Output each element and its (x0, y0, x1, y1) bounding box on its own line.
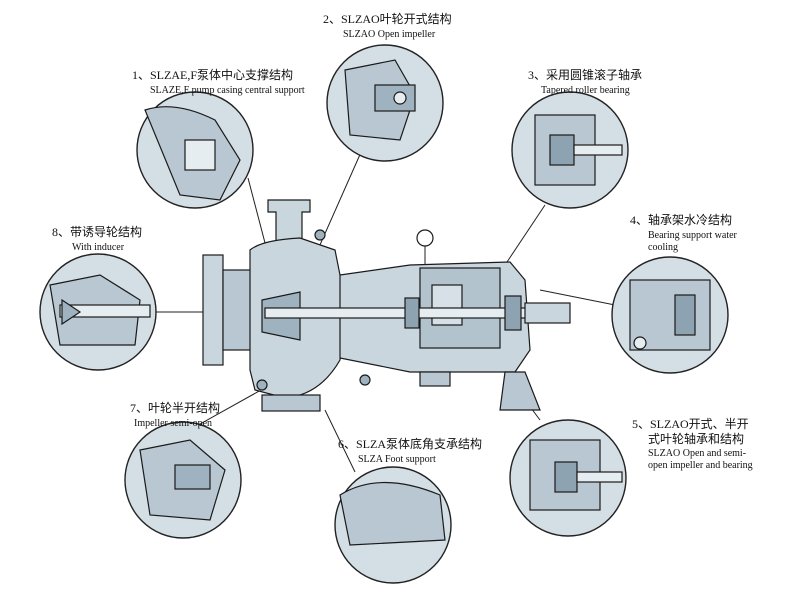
detail-view-2-open-impeller (326, 44, 444, 162)
callout-5-cn: 5、SLZAO开式、半开 (632, 417, 749, 431)
callout-4-en-line2: cooling (648, 242, 678, 253)
bearing-rear (504, 295, 522, 331)
callout-3-cn: 3、采用圆锥滚子轴承 (528, 67, 642, 82)
detail-view-1-central-support (136, 91, 254, 209)
detail-view-5-open-semi-open-bearing (509, 419, 627, 537)
lifting-eye (416, 229, 434, 247)
callout-5-en: SLZAO Open and semi- (648, 448, 746, 459)
detail-view-4-water-cooling (611, 256, 729, 374)
callout-4-en: Bearing support water (648, 230, 738, 241)
callout-labels: 1、SLZAE,F泵体中心支撑结构 SLAZE,F pump casing ce… (52, 11, 753, 471)
callout-6-en: SLZA Foot support (358, 454, 436, 465)
callout-1-en: SLAZE,F pump casing central support (150, 85, 305, 96)
inlet-flange (202, 254, 224, 366)
callout-7-cn: 7、叶轮半开结构 (130, 400, 220, 415)
casing-foot (261, 394, 321, 412)
detail-view-6-foot-support (334, 466, 452, 584)
callout-1-cn: 1、SLZAE,F泵体中心支撑结构 (132, 67, 293, 82)
callout-7-en: Impeller semi-open (134, 418, 212, 429)
callout-3-en: Tapered roller bearing (541, 85, 630, 96)
pump-assembly (202, 199, 571, 412)
callout-6-cn: 6、SLZA泵体底角支承结构 (338, 436, 482, 451)
callout-5-cn-line2: 式叶轮轴承和结构 (648, 431, 744, 446)
detail-view-8-inducer (39, 253, 157, 371)
callout-2-en: SLZAO Open impeller (343, 29, 436, 40)
callout-2-cn: 2、SLZAO叶轮开式结构 (323, 11, 452, 26)
callout-8-cn: 8、带诱导轮结构 (52, 224, 142, 239)
bearing-front (404, 297, 420, 329)
frame-foot (499, 371, 541, 411)
callout-8-en: With inducer (72, 242, 125, 253)
callout-4-cn: 4、轴承架水冷结构 (630, 212, 732, 227)
detail-view-3-tapered-roller-bearing (511, 91, 629, 209)
callout-5-en-line2: open impeller and bearing (648, 460, 753, 471)
detail-view-7-semi-open-impeller (124, 421, 242, 539)
